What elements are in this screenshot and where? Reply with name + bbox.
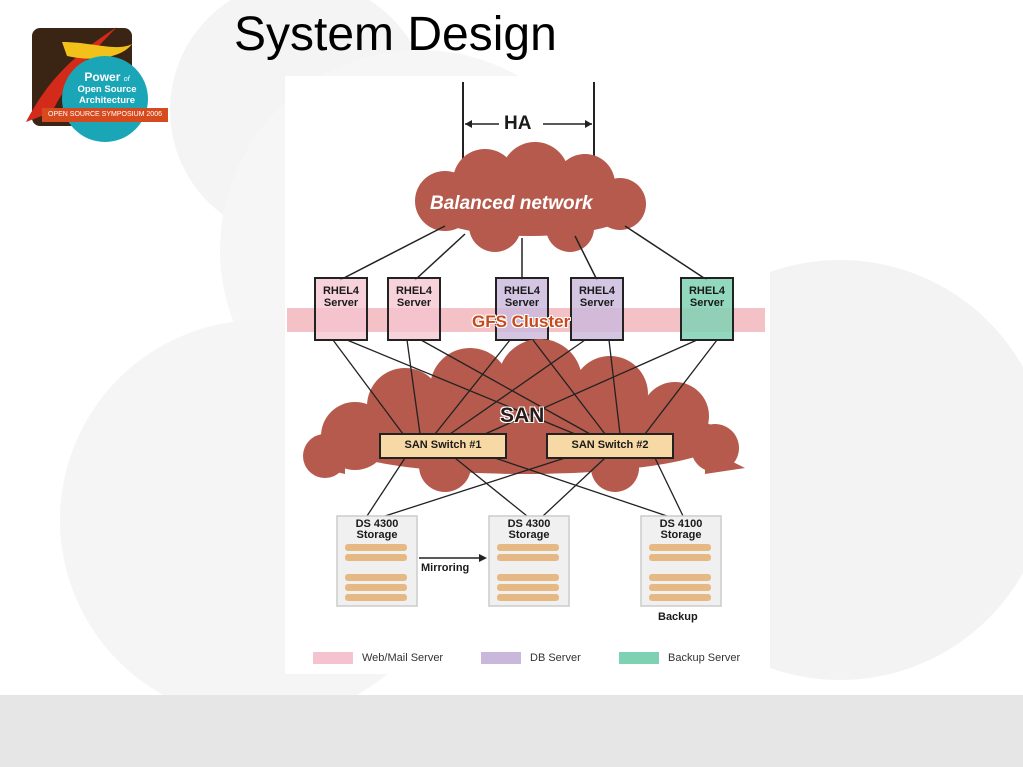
legend-label-web: Web/Mail Server (362, 652, 444, 664)
legend-label-db: DB Server (530, 652, 581, 664)
balanced-network-cloud (415, 142, 646, 252)
server-5 (680, 277, 734, 341)
mirroring-label: Mirroring (421, 562, 470, 574)
legend-swatch-backup (619, 652, 659, 664)
san-switch-1 (379, 433, 507, 459)
legend-label-backup: Backup Server (668, 652, 741, 664)
san-switch-2-label: SAN Switch #2 (571, 439, 649, 451)
slide-title: System Design (234, 8, 557, 61)
server-2 (387, 277, 441, 341)
storage-3 (640, 515, 722, 607)
legend-swatch-db (481, 652, 521, 664)
footer-band (0, 695, 1023, 767)
san-switch-2 (546, 433, 674, 459)
logo-line1: Power (84, 70, 121, 84)
ha-label: HA (504, 113, 532, 134)
legend-swatch-web (313, 652, 353, 664)
server-1 (314, 277, 368, 341)
server-3 (495, 277, 549, 341)
logo-line2: Open Source (77, 84, 137, 95)
backup-label: Backup (658, 611, 698, 623)
gfs-cluster-label: GFS Cluster (472, 312, 571, 331)
balanced-network-label: Balanced network (430, 193, 593, 214)
san-label: SAN (500, 404, 545, 427)
storage-2 (488, 515, 570, 607)
storage-1 (336, 515, 418, 607)
logo-band: OPEN SOURCE SYMPOSIUM 2006 (42, 108, 168, 122)
logo-line3: Architecture (79, 95, 135, 106)
logo-line1-small: of (123, 76, 130, 83)
server-4 (570, 277, 624, 341)
diagram-graphics (287, 82, 765, 664)
san-switch-1-label: SAN Switch #1 (404, 439, 482, 451)
